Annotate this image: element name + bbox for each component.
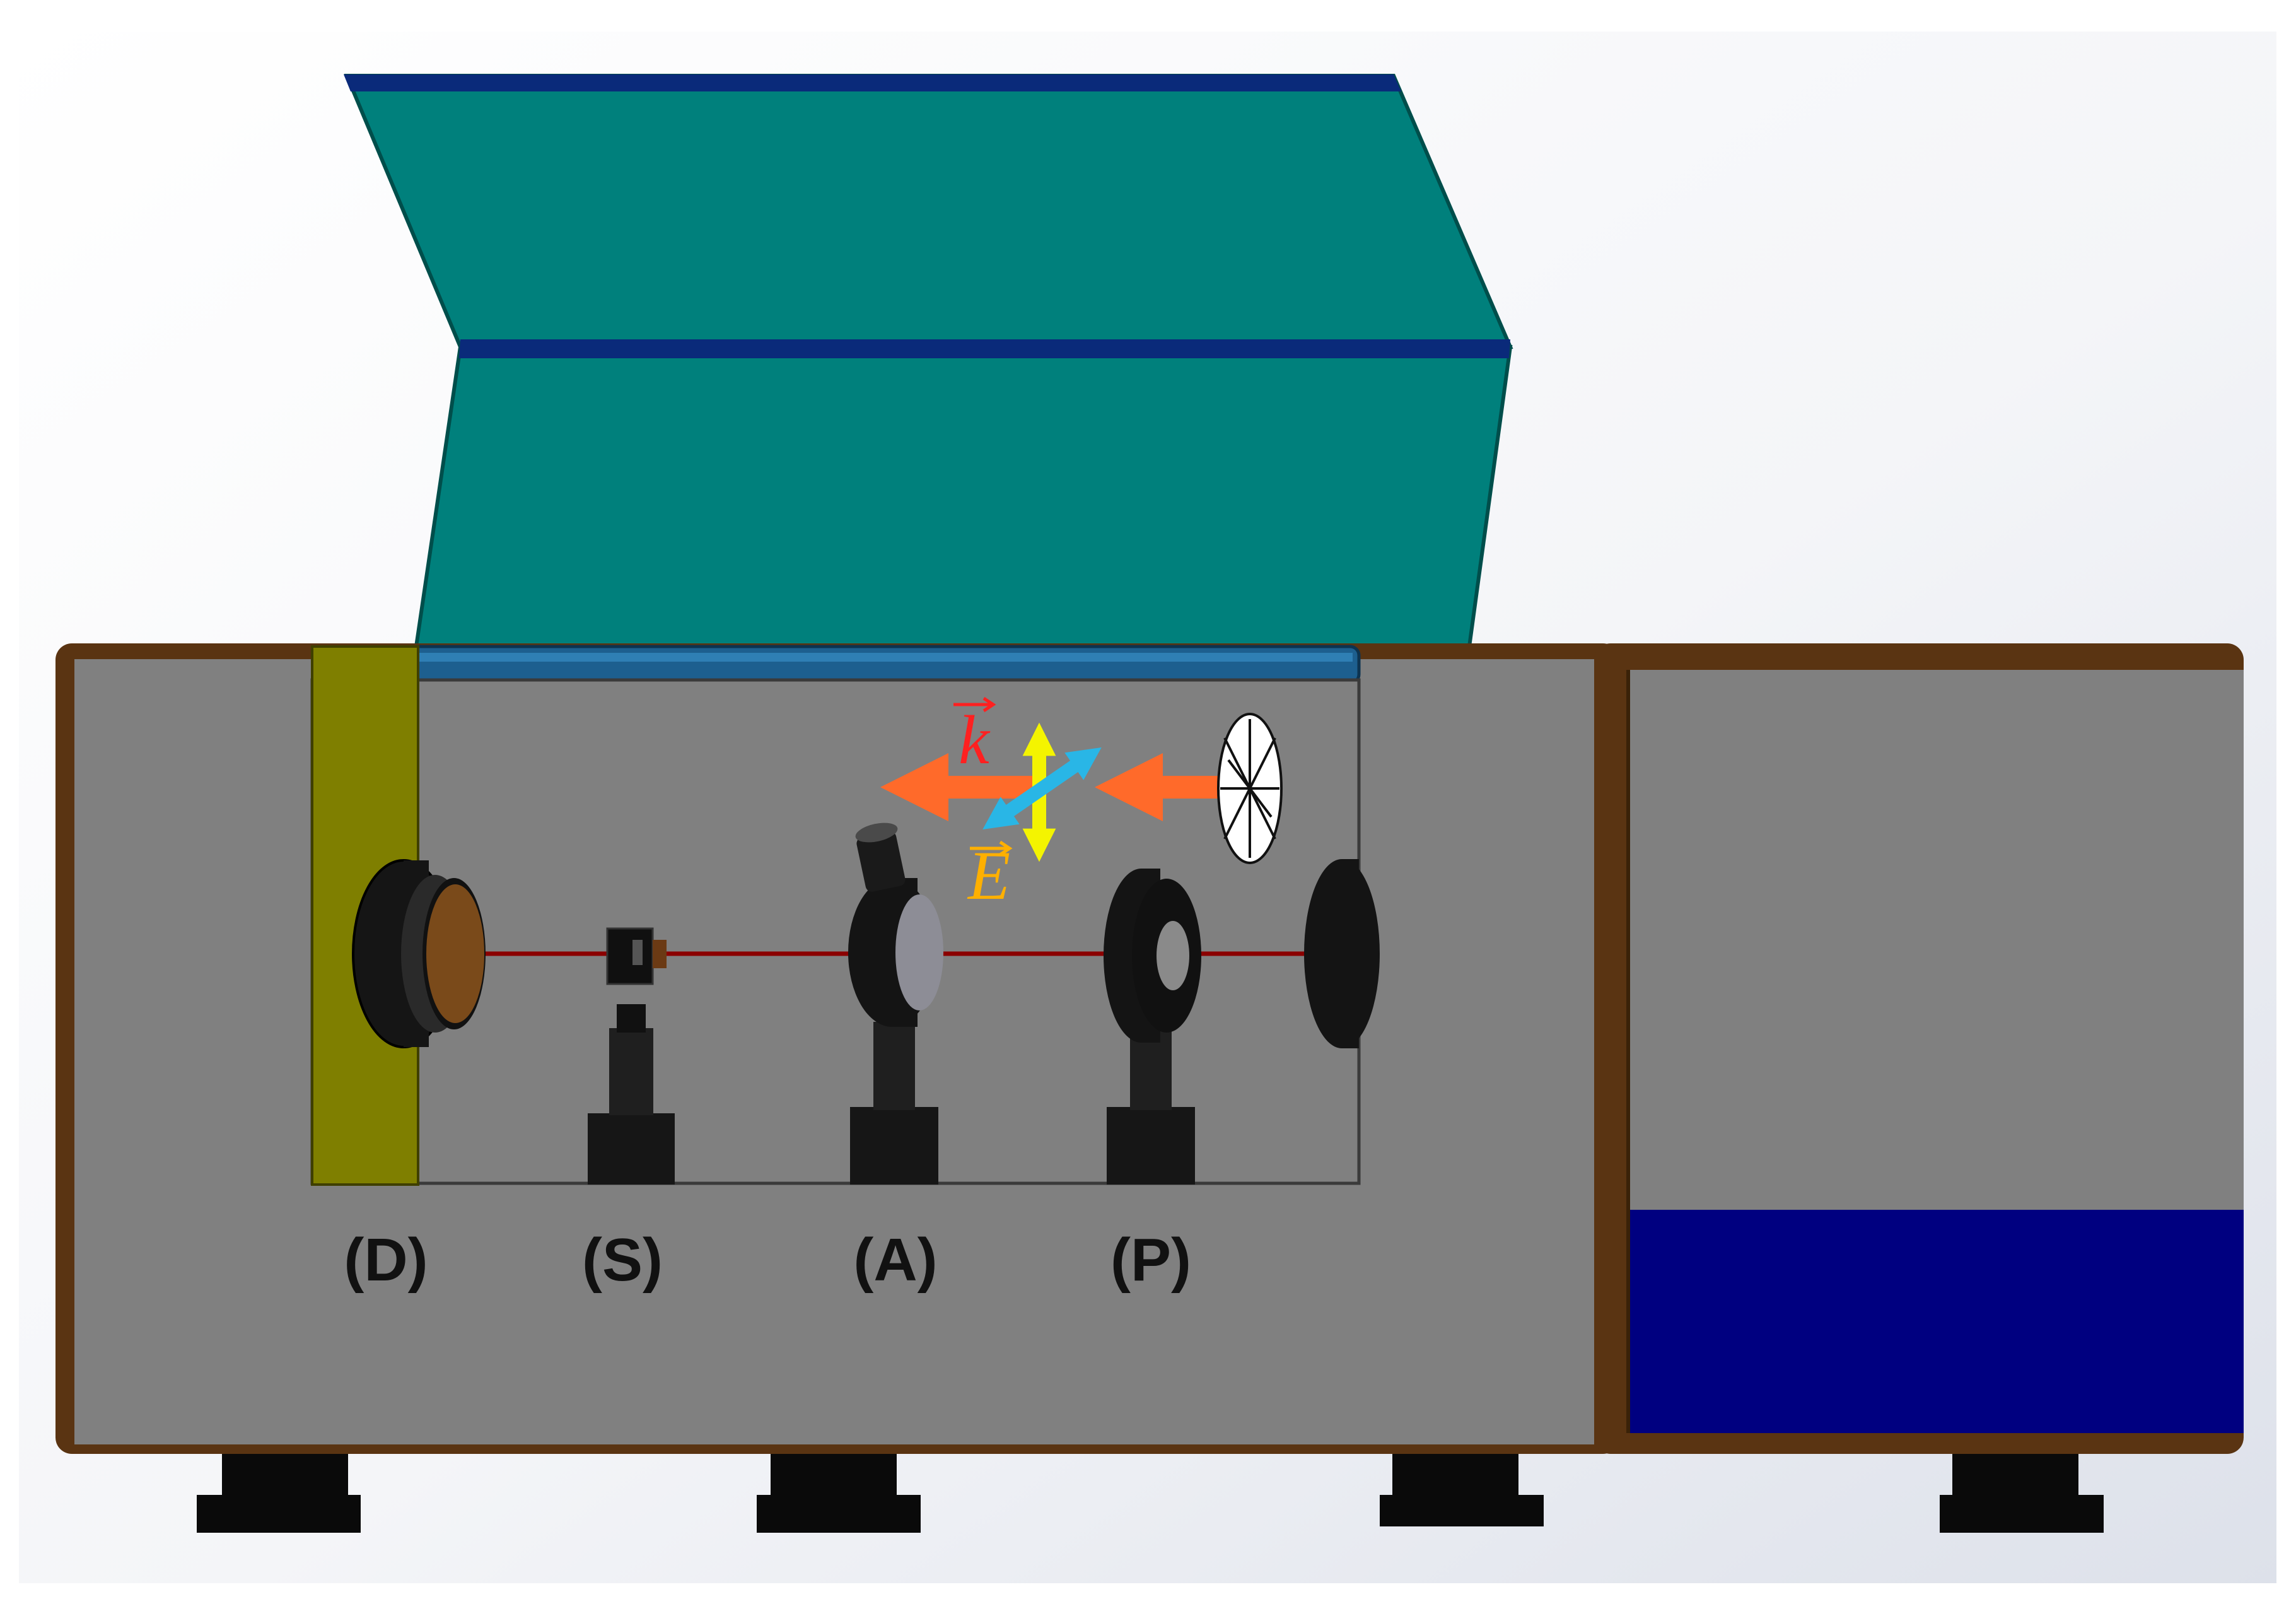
analyzer-label: (A) (853, 1226, 937, 1294)
foot (197, 1454, 361, 1533)
detector[interactable] (352, 859, 486, 1048)
k-label: k (959, 701, 991, 778)
detector-label: (D) (344, 1226, 428, 1294)
e-vector-label: E (967, 837, 1013, 914)
k-vector-label: k (953, 696, 996, 778)
field-arrow-diagonal (982, 747, 1102, 829)
unpolarized-light-icon (1217, 713, 1283, 864)
instrument-lid[interactable] (344, 74, 1513, 648)
foot (1380, 1454, 1544, 1526)
instrument-feet (197, 1454, 2104, 1533)
polarizer-label: (P) (1110, 1226, 1191, 1294)
lid-top-stripe (344, 74, 1401, 91)
e-label: E (967, 837, 1010, 914)
lid-hinge-rail (408, 645, 1361, 685)
foot (757, 1454, 921, 1533)
polarizer-aperture (1157, 921, 1189, 990)
sample-slide (653, 940, 667, 968)
foot (1940, 1454, 2104, 1533)
polarizer[interactable] (1104, 869, 1201, 1185)
lid-middle-stripe (459, 339, 1510, 358)
control-panel-display[interactable] (1628, 1210, 2244, 1433)
analyzer-lens (895, 894, 943, 1010)
sample-holder[interactable] (588, 927, 675, 1185)
lid-hinge-highlight (416, 653, 1353, 662)
analyzer[interactable] (848, 819, 943, 1185)
detector-window (426, 884, 484, 1023)
control-module (1594, 643, 2244, 1454)
light-source[interactable] (1304, 859, 1380, 1048)
sample-label: (S) (582, 1226, 663, 1294)
